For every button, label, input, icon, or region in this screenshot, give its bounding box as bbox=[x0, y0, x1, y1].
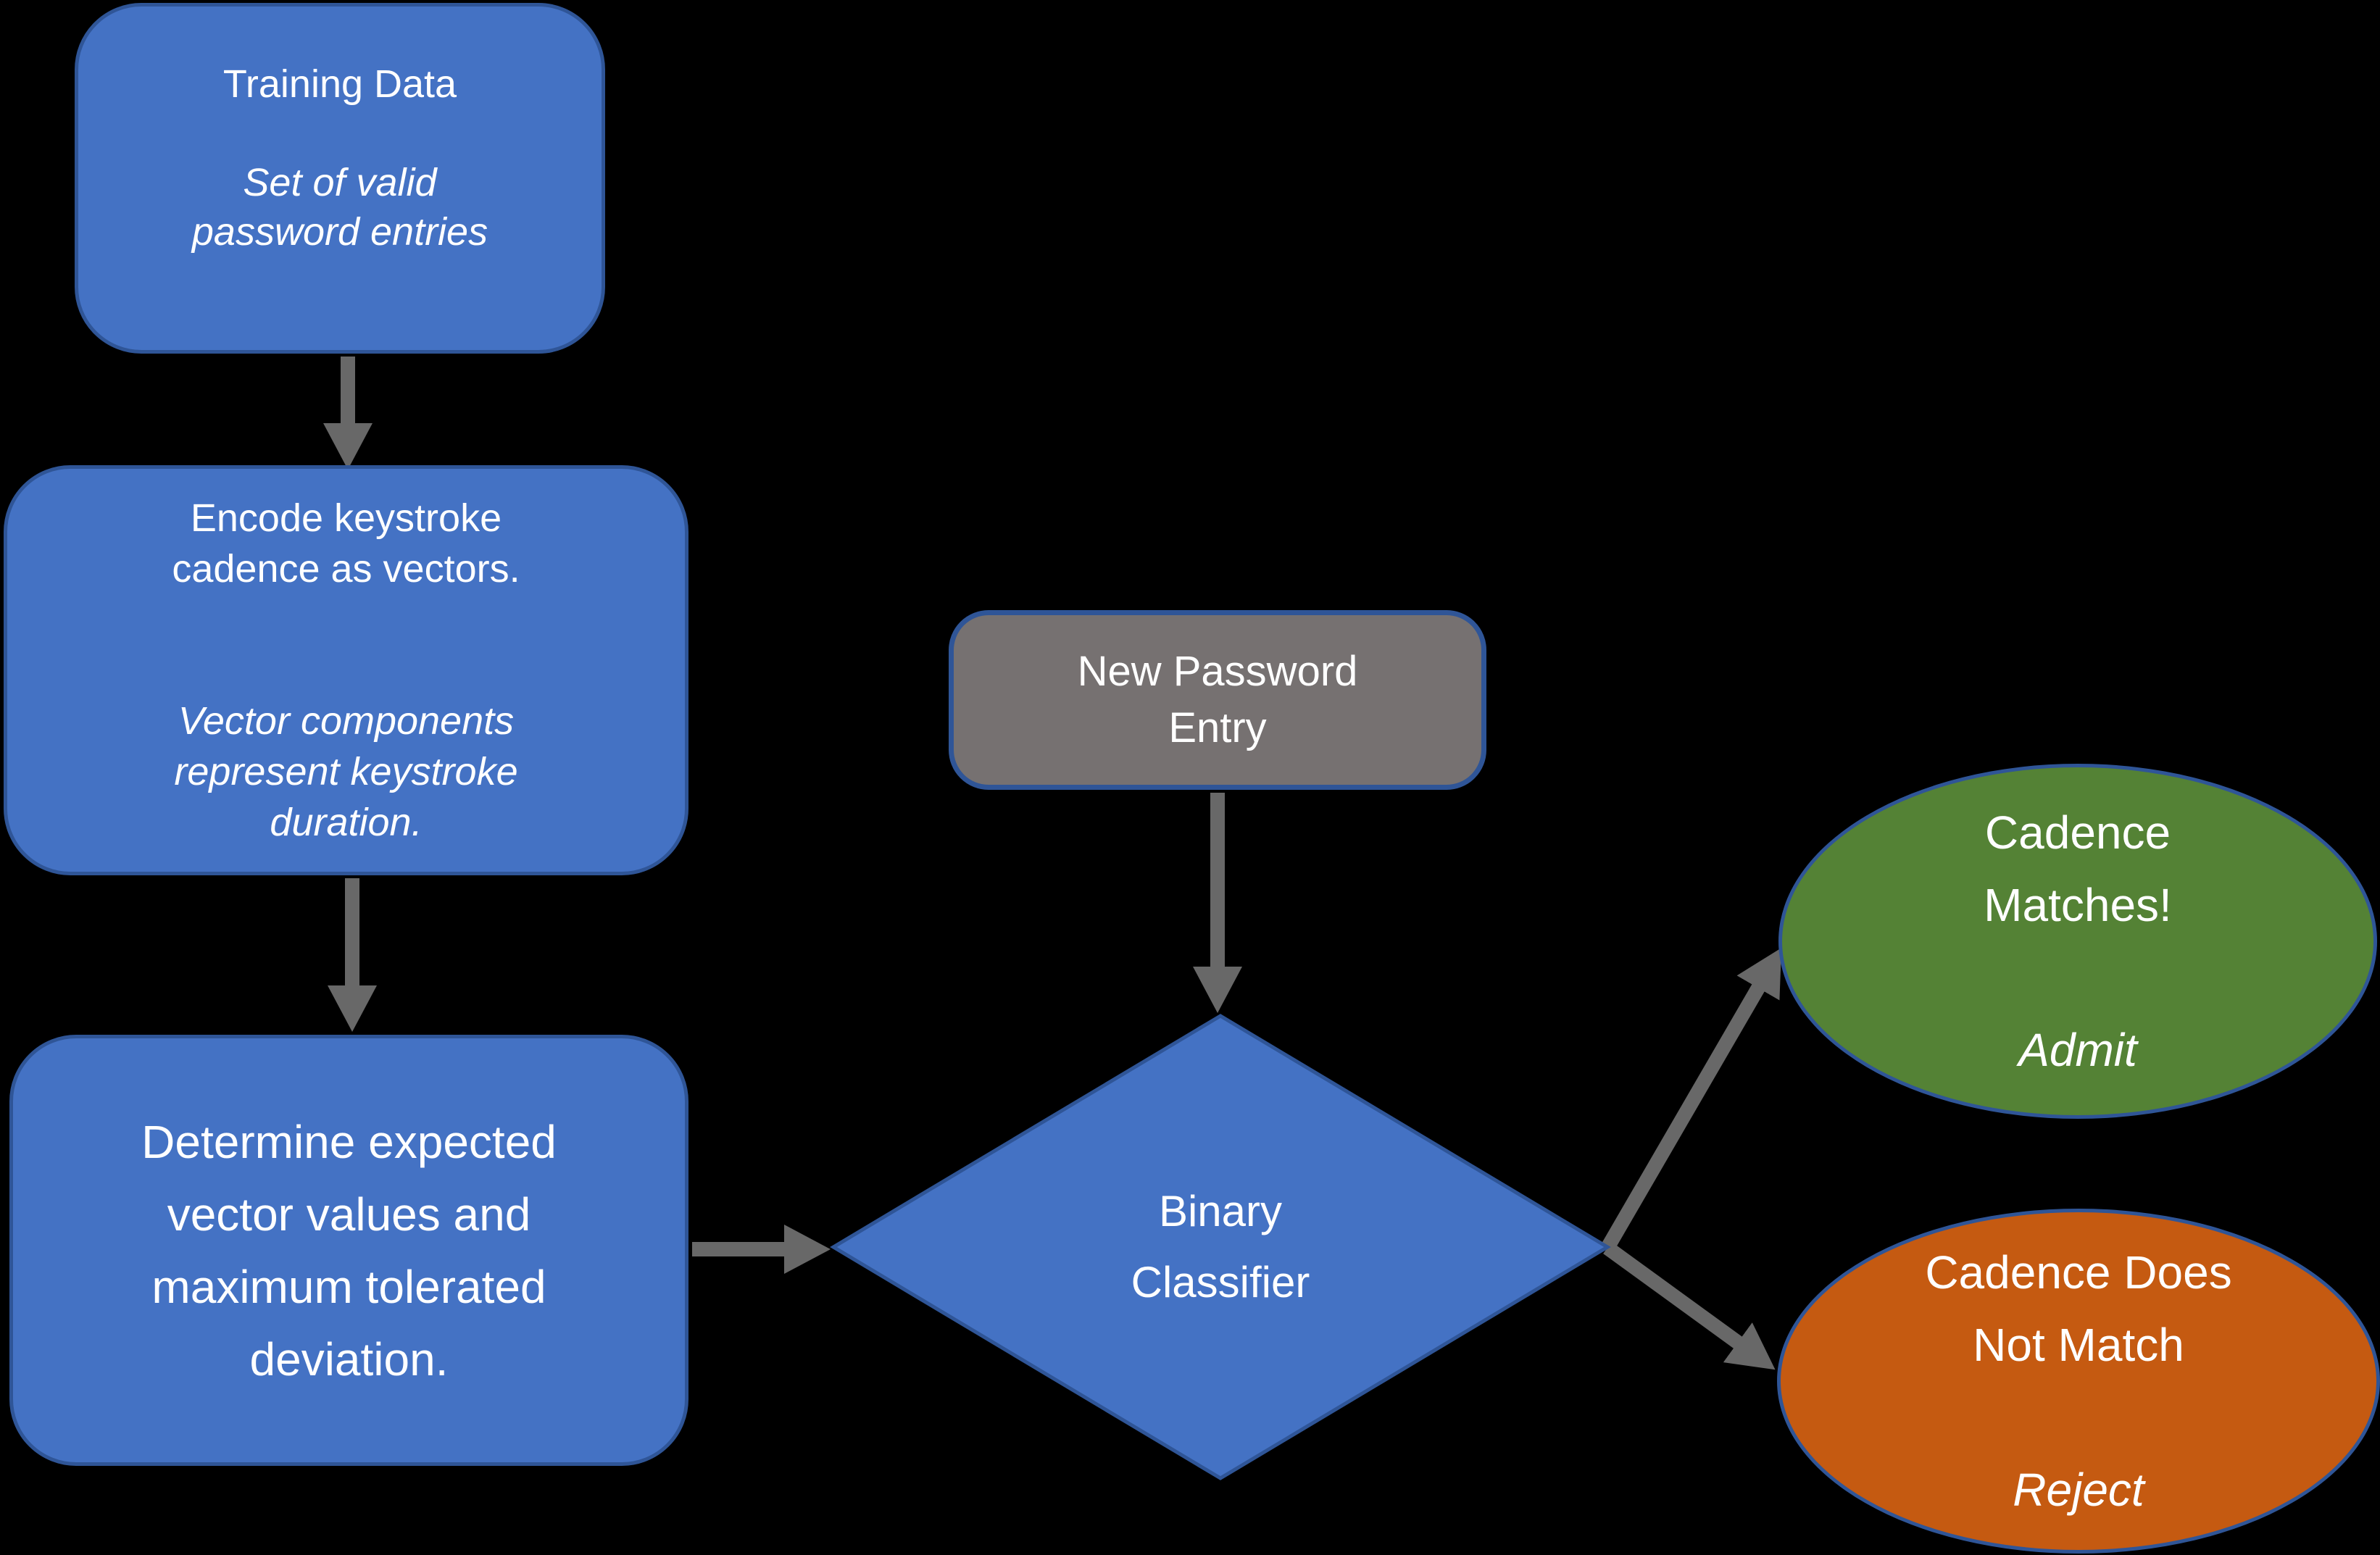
node-encode-keystroke: Encode keystroke cadence as vectors. Vec… bbox=[4, 465, 688, 875]
encode-title: Encode keystroke cadence as vectors. bbox=[172, 496, 520, 591]
arrow-classifier-to-no-match bbox=[1603, 1241, 1776, 1370]
new-password-title: New Password Entry bbox=[1077, 648, 1358, 751]
node-training-data: Training Data Set of valid password entr… bbox=[75, 3, 605, 354]
match-title: Cadence Matches! bbox=[1984, 806, 2172, 931]
node-new-password-entry: New Password Entry bbox=[949, 610, 1486, 790]
training-data-note: Set of valid password entries bbox=[191, 161, 488, 254]
classifier-diamond bbox=[830, 1014, 1611, 1480]
node-cadence-matches: Cadence Matches! Admit bbox=[1778, 764, 2377, 1119]
node-cadence-does-not-match: Cadence Does Not Match Reject bbox=[1777, 1209, 2380, 1554]
determine-title: Determine expected vector values and max… bbox=[141, 1115, 557, 1385]
match-note: Admit bbox=[2018, 1024, 2137, 1076]
node-determine-vectors: Determine expected vector values and max… bbox=[9, 1035, 688, 1466]
no-match-note: Reject bbox=[2013, 1464, 2144, 1516]
encode-note: Vector components represent keystroke du… bbox=[174, 699, 518, 844]
training-data-title: Training Data bbox=[222, 62, 457, 106]
classifier-title: Binary Classifier bbox=[1131, 1187, 1310, 1306]
arrow-classifier-to-match bbox=[1601, 948, 1782, 1252]
no-match-title: Cadence Does Not Match bbox=[1925, 1246, 2232, 1371]
node-binary-classifier-label: Binary Classifier bbox=[833, 1016, 1607, 1478]
